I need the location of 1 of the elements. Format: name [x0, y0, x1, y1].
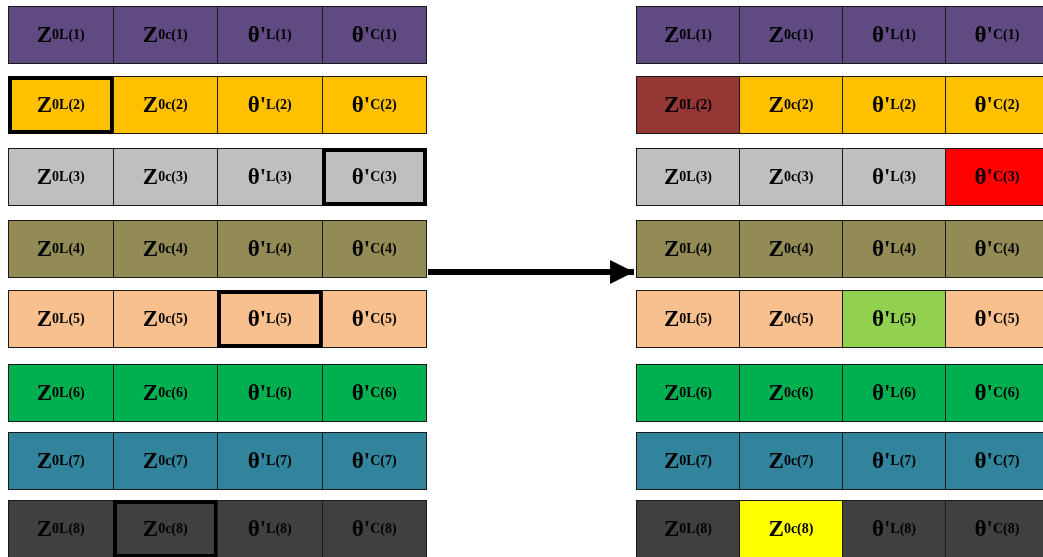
arrow — [428, 260, 634, 284]
